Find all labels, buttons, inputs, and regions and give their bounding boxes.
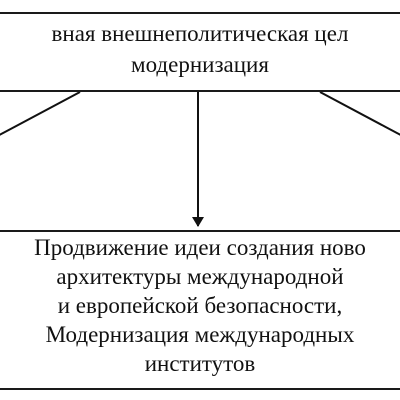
left-connector-line [0,91,81,136]
main-goal-box [0,12,400,92]
sub-goal-line-3: и европейской безопасности, [57,293,343,318]
sub-goal-line-1: Продвижение идеи создания ново [34,235,366,260]
right-connector-line [319,91,400,136]
main-goal-line-2: модернизация [131,52,269,77]
sub-goal-line-2: архитектуры международной [56,264,344,289]
sub-goal-line-4: Модернизация международных [45,322,355,347]
sub-goal-line-5: институтов [144,351,256,376]
sub-goal-box [0,230,400,390]
main-goal-line-1: вная внешнеполитическая цел [51,21,349,46]
